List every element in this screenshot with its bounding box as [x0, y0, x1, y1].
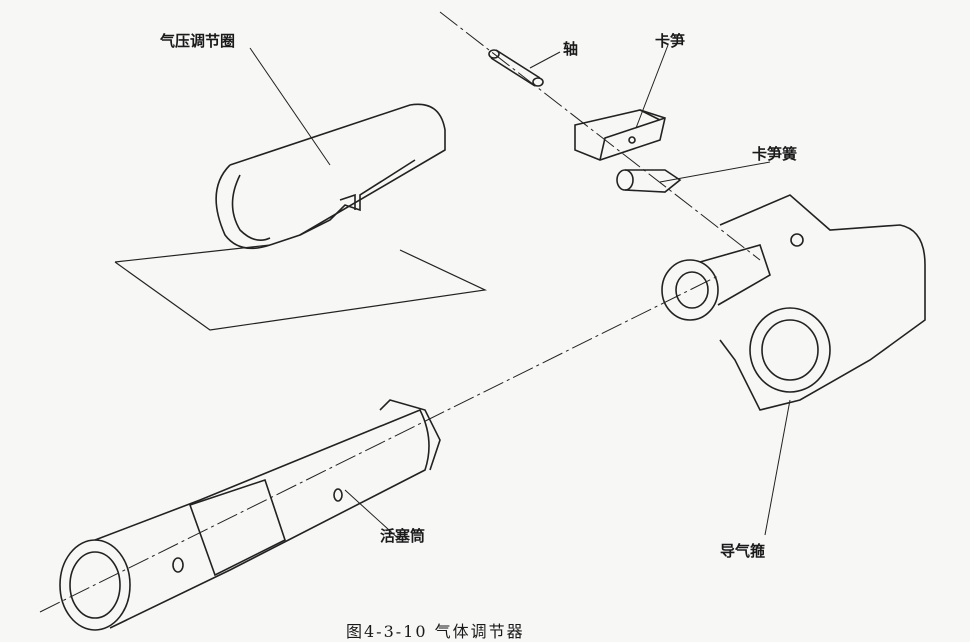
label-latch-spring: 卡笋簧	[752, 145, 798, 163]
label-pressure-ring: 气压调节圈	[160, 32, 236, 50]
axle-part	[488, 49, 544, 87]
label-piston-tube: 活塞筒	[380, 527, 426, 545]
pressure-ring-part	[215, 103, 446, 250]
gas-block-part	[661, 194, 926, 411]
label-latch: 卡笋	[655, 32, 686, 50]
latch-part	[574, 109, 666, 161]
label-axle: 轴	[563, 40, 579, 58]
piston-tube-part	[59, 399, 441, 631]
center-lines	[39, 11, 761, 613]
reference-plane	[114, 244, 488, 331]
leader-lines	[249, 44, 791, 541]
latch-spring-part	[616, 169, 682, 193]
figure-caption: 图4-3-10 气体调节器	[346, 622, 525, 641]
label-gas-block: 导气箍	[720, 542, 766, 560]
